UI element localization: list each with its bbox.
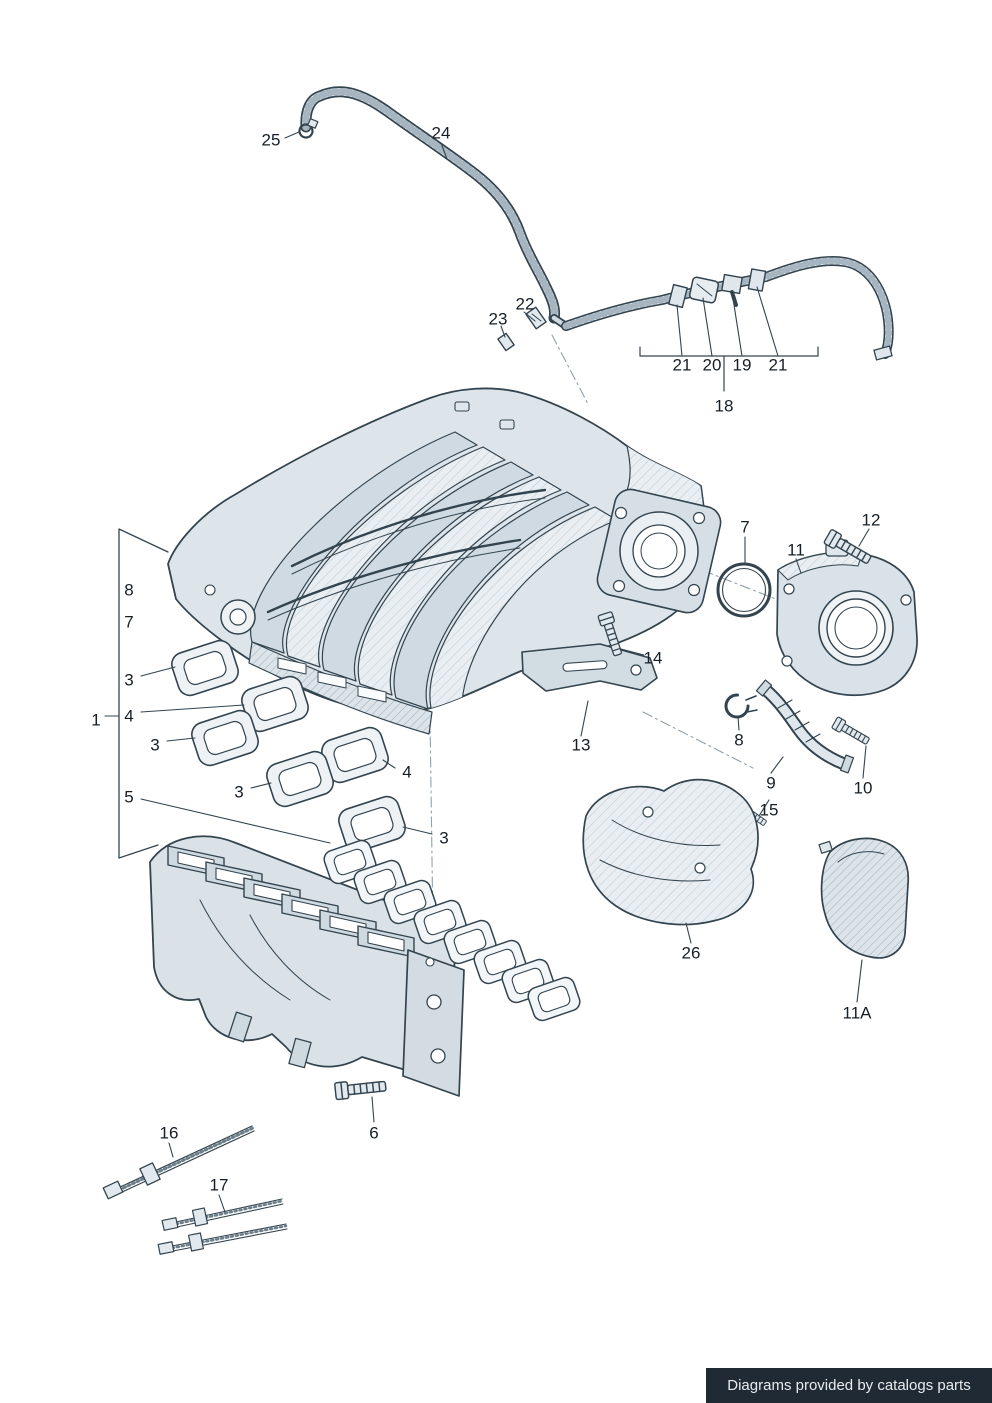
bracket-18 <box>639 346 819 392</box>
callout-11: 11 <box>787 540 805 560</box>
hose-9 <box>755 679 855 774</box>
gasket-3-b <box>187 706 263 770</box>
callout-25: 25 <box>261 130 281 150</box>
callout-23: 23 <box>488 309 508 329</box>
hose-clamp-25 <box>298 118 319 139</box>
callout-6: 6 <box>369 1123 379 1143</box>
check-valve-20 <box>688 276 720 304</box>
bolt-10 <box>830 716 872 748</box>
callout-3-c: 3 <box>234 782 244 802</box>
callout-21-a: 21 <box>672 355 692 375</box>
callout-8-b: 8 <box>734 730 744 750</box>
watermark-bar: Diagrams provided by catalogs parts <box>706 1368 992 1403</box>
callout-4-a: 4 <box>124 706 134 726</box>
runner-ribs <box>250 431 709 713</box>
hose-clamp-21-right <box>747 268 767 292</box>
heat-shield-26 <box>582 778 759 926</box>
callout-10: 10 <box>853 778 873 798</box>
bracket-1 <box>118 528 169 859</box>
clamp-8 <box>724 693 758 719</box>
gasket-3-a <box>167 636 243 700</box>
hose-clamp-21-left <box>668 283 688 309</box>
callout-8-a: 8 <box>124 580 134 600</box>
o-ring-7 <box>716 562 772 618</box>
lower-intake-manifold-5 <box>149 835 465 1097</box>
callout-17: 17 <box>209 1175 229 1195</box>
throttle-flange <box>596 488 722 614</box>
connector-23 <box>497 332 515 352</box>
callout-14: 14 <box>643 648 663 668</box>
upper-intake-manifold <box>167 387 722 735</box>
callout-19: 19 <box>732 355 752 375</box>
connector-19 <box>721 273 743 307</box>
callout-7-a: 7 <box>740 517 750 537</box>
watermark-text: Diagrams provided by catalogs parts <box>727 1377 971 1394</box>
cable-ties-17 <box>157 1198 288 1255</box>
callout-18: 18 <box>714 396 734 416</box>
throttle-body-11 <box>776 539 918 697</box>
callout-24: 24 <box>431 123 451 143</box>
callout-26: 26 <box>681 943 701 963</box>
cover-11a <box>818 837 910 959</box>
callout-15: 15 <box>759 800 779 820</box>
callout-11A: 11A <box>842 1003 872 1023</box>
gasket-3-c <box>262 747 338 811</box>
breather-hose-24 <box>300 86 570 330</box>
support-bracket-13 <box>521 643 658 692</box>
callout-4-b: 4 <box>402 762 412 782</box>
callout-20: 20 <box>702 355 722 375</box>
callout-3-a: 3 <box>124 670 134 690</box>
callout-22: 22 <box>515 294 535 314</box>
cable-tie-16 <box>102 1125 255 1200</box>
callout-1: 1 <box>91 710 101 730</box>
callout-21-b: 21 <box>768 355 788 375</box>
connector-22 <box>525 306 547 330</box>
vent-hose-assembly-18 <box>561 255 894 392</box>
bolt-6 <box>333 1076 388 1101</box>
callout-12: 12 <box>861 510 881 530</box>
callout-3-b: 3 <box>150 735 160 755</box>
callout-3-d: 3 <box>439 828 449 848</box>
callout-5: 5 <box>124 787 134 807</box>
callout-9: 9 <box>766 773 776 793</box>
leader-lines <box>104 131 870 1213</box>
manifold-flange <box>402 949 465 1097</box>
callout-13: 13 <box>571 735 591 755</box>
callout-16: 16 <box>159 1123 179 1143</box>
callout-7-b: 7 <box>124 612 134 632</box>
